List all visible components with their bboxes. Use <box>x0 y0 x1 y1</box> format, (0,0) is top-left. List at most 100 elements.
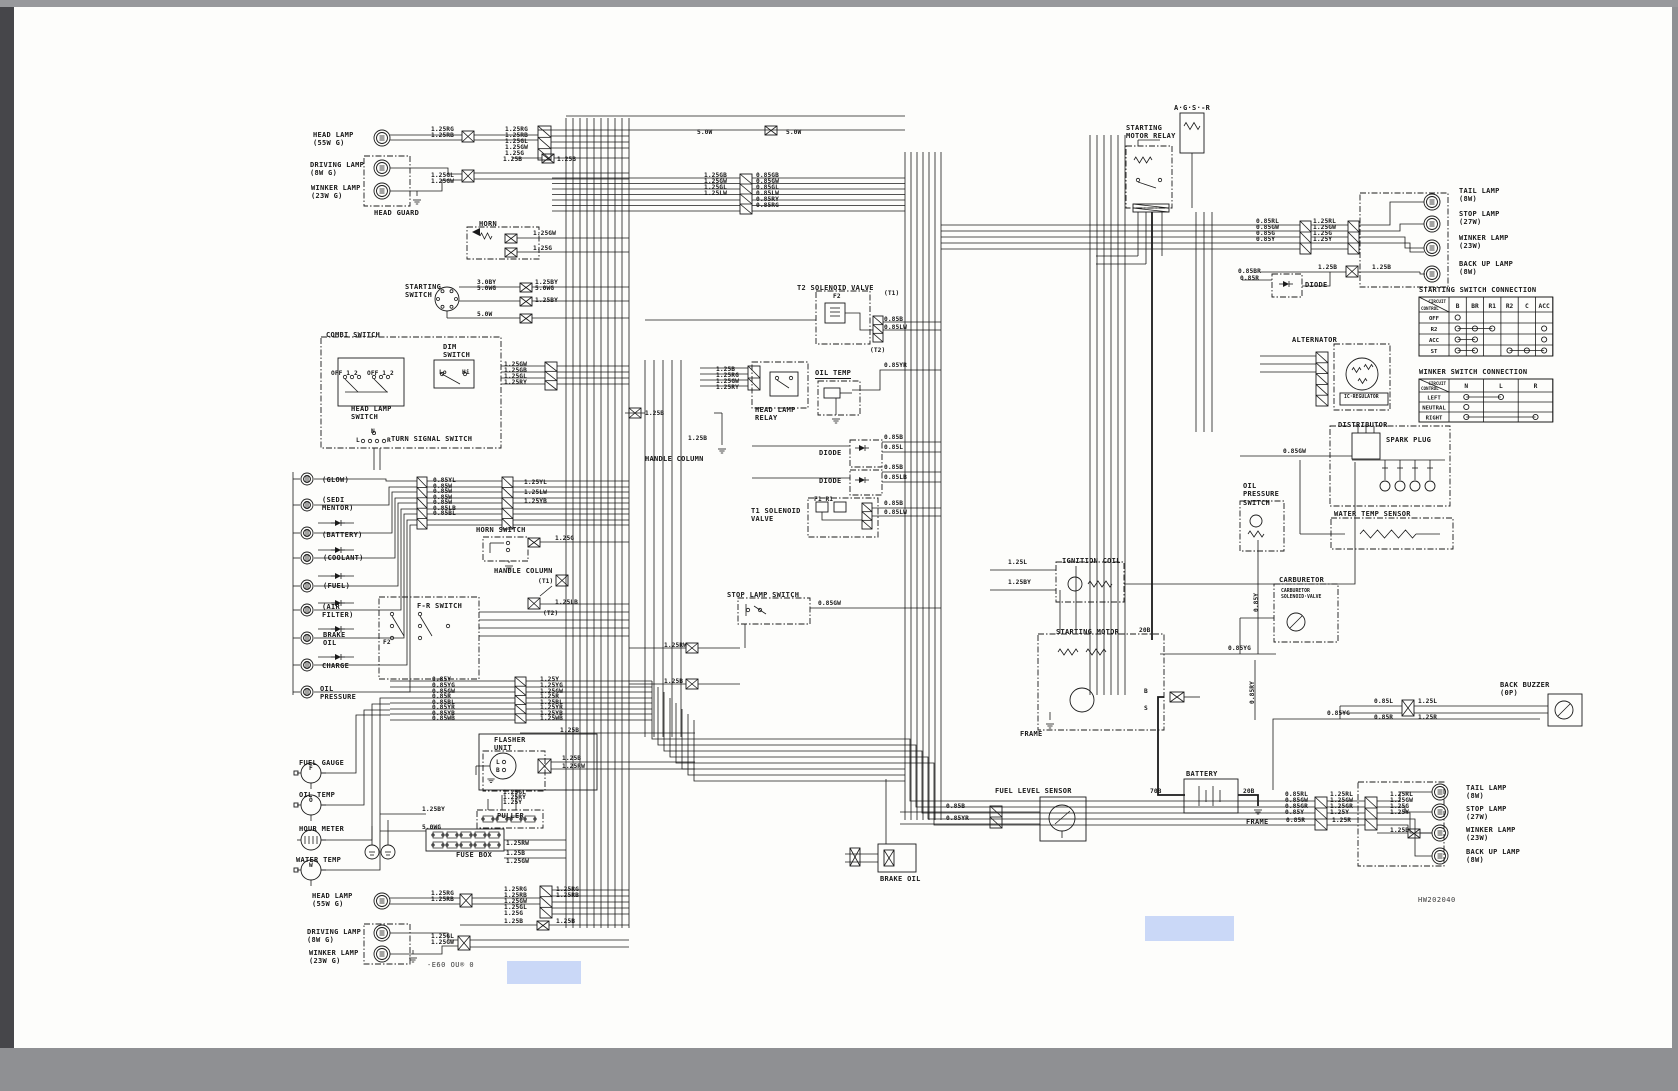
connection-mark <box>1454 347 1461 354</box>
wire-label: 0.85RY <box>1249 681 1256 704</box>
wire-label: 1.25R <box>540 693 560 700</box>
wire-label: 1.25B <box>664 678 684 685</box>
label-combi-switch: COMBI SWITCH <box>326 331 381 339</box>
label-diode: DIODE <box>1305 281 1328 289</box>
contact-dot <box>371 374 377 380</box>
wire-label: 1.25GW <box>431 939 454 946</box>
fuse-icon <box>488 831 500 839</box>
diode-icon <box>335 520 341 526</box>
wire-label: 1.25B <box>1372 264 1392 271</box>
contact-dot <box>445 833 449 837</box>
wire <box>390 167 462 175</box>
lamp-icon <box>376 948 388 960</box>
label-t1-solenoid-valve: T1 SOLENOID VALVE <box>751 507 801 524</box>
connector-icon <box>849 847 861 867</box>
wire-label: 5.0WG <box>535 285 555 292</box>
wire-label: 20B <box>1243 788 1255 795</box>
pressure-switch-icon <box>1249 514 1263 528</box>
connector-icon <box>537 125 552 161</box>
wire <box>537 137 552 149</box>
contact-dot <box>389 635 395 641</box>
contact-dot <box>473 833 477 837</box>
wire <box>1419 272 1425 275</box>
wire <box>764 125 778 136</box>
label-stop-lamp-27w: STOP LAMP (27W) <box>1466 805 1507 822</box>
diode-icon <box>335 547 341 553</box>
wire-label: 1.25RG <box>431 126 454 133</box>
wire-label: 1.25G <box>533 245 553 252</box>
lamp-icon <box>376 927 388 939</box>
wire <box>457 935 471 951</box>
table-title: STARTING SWITCH CONNECTION <box>1419 286 1536 294</box>
wire-label: 1.25GB <box>504 367 527 374</box>
lamp-icon <box>1426 268 1438 280</box>
connection-mark <box>1454 336 1461 343</box>
wire <box>390 179 462 192</box>
wire-label: 0.85LW <box>884 509 907 516</box>
wire <box>416 518 428 530</box>
fuse-icon <box>432 831 444 839</box>
connector-icon <box>541 153 555 164</box>
contact-dot <box>455 833 459 837</box>
label-winker-lamp-23w: WINKER LAMP (23W) <box>1466 826 1516 843</box>
wire <box>861 502 873 512</box>
fuse-icon <box>460 841 472 849</box>
wire-label: 1.25BY <box>422 806 445 813</box>
wire-label: 1.25LB <box>555 599 578 606</box>
wire-label: 0.85GL <box>756 184 779 191</box>
fuse-icon <box>446 841 458 849</box>
component-box <box>824 302 846 324</box>
wire-label: 0.85LW <box>884 324 907 331</box>
wire <box>845 312 873 331</box>
contact-dot <box>473 843 477 847</box>
wire-label: 1.25RB <box>431 132 454 139</box>
wire <box>1299 242 1312 255</box>
coil-icon <box>1351 366 1362 374</box>
wire <box>872 333 884 343</box>
wire-label: 1.25RY <box>716 384 739 391</box>
fuse-icon <box>474 841 486 849</box>
wire-label: 1.25RG <box>716 372 739 379</box>
diode-icon <box>859 445 865 451</box>
wire-label: 0.85L <box>1374 698 1394 705</box>
wire-label: 1.25G <box>1313 230 1333 237</box>
lamp-icon <box>1426 242 1438 254</box>
wire <box>501 497 514 509</box>
wire <box>628 407 642 419</box>
contact-dot <box>1135 177 1141 183</box>
wire <box>1315 351 1329 364</box>
wire <box>537 758 552 774</box>
label-head-lamp-55w-g: HEAD LAMP (55W G) <box>312 892 353 909</box>
contact-dot <box>509 817 513 821</box>
lamp-icon <box>376 132 388 144</box>
wire <box>1359 242 1424 253</box>
wire-label: 1.25LW <box>704 190 727 197</box>
diode-icon <box>859 477 865 483</box>
connection-mark <box>1463 413 1470 421</box>
wire <box>1314 796 1328 809</box>
component-outline <box>476 809 544 829</box>
component-box <box>823 387 841 399</box>
wire-label: S <box>1144 705 1148 712</box>
wire <box>1377 791 1432 802</box>
wire <box>739 203 753 215</box>
wire <box>849 847 861 867</box>
wire <box>501 476 514 488</box>
wire <box>321 714 390 774</box>
wire-label: 1.25BY <box>1008 579 1031 586</box>
wire <box>669 698 1315 820</box>
component-outline <box>363 155 411 207</box>
component-outline <box>849 469 883 496</box>
wire-label: 1.25GW <box>505 144 528 151</box>
wire-label: L <box>356 437 360 444</box>
lamp-icon <box>1434 806 1446 818</box>
wire <box>821 512 862 521</box>
component-outline <box>1239 500 1285 552</box>
wire-label: 1.25RB <box>504 892 527 899</box>
component-outline <box>1329 425 1451 507</box>
connector-icon <box>1345 265 1359 278</box>
label-flasher-unit: FLASHER UNIT <box>494 736 526 753</box>
wire <box>747 365 761 379</box>
contact-dot <box>501 759 507 765</box>
